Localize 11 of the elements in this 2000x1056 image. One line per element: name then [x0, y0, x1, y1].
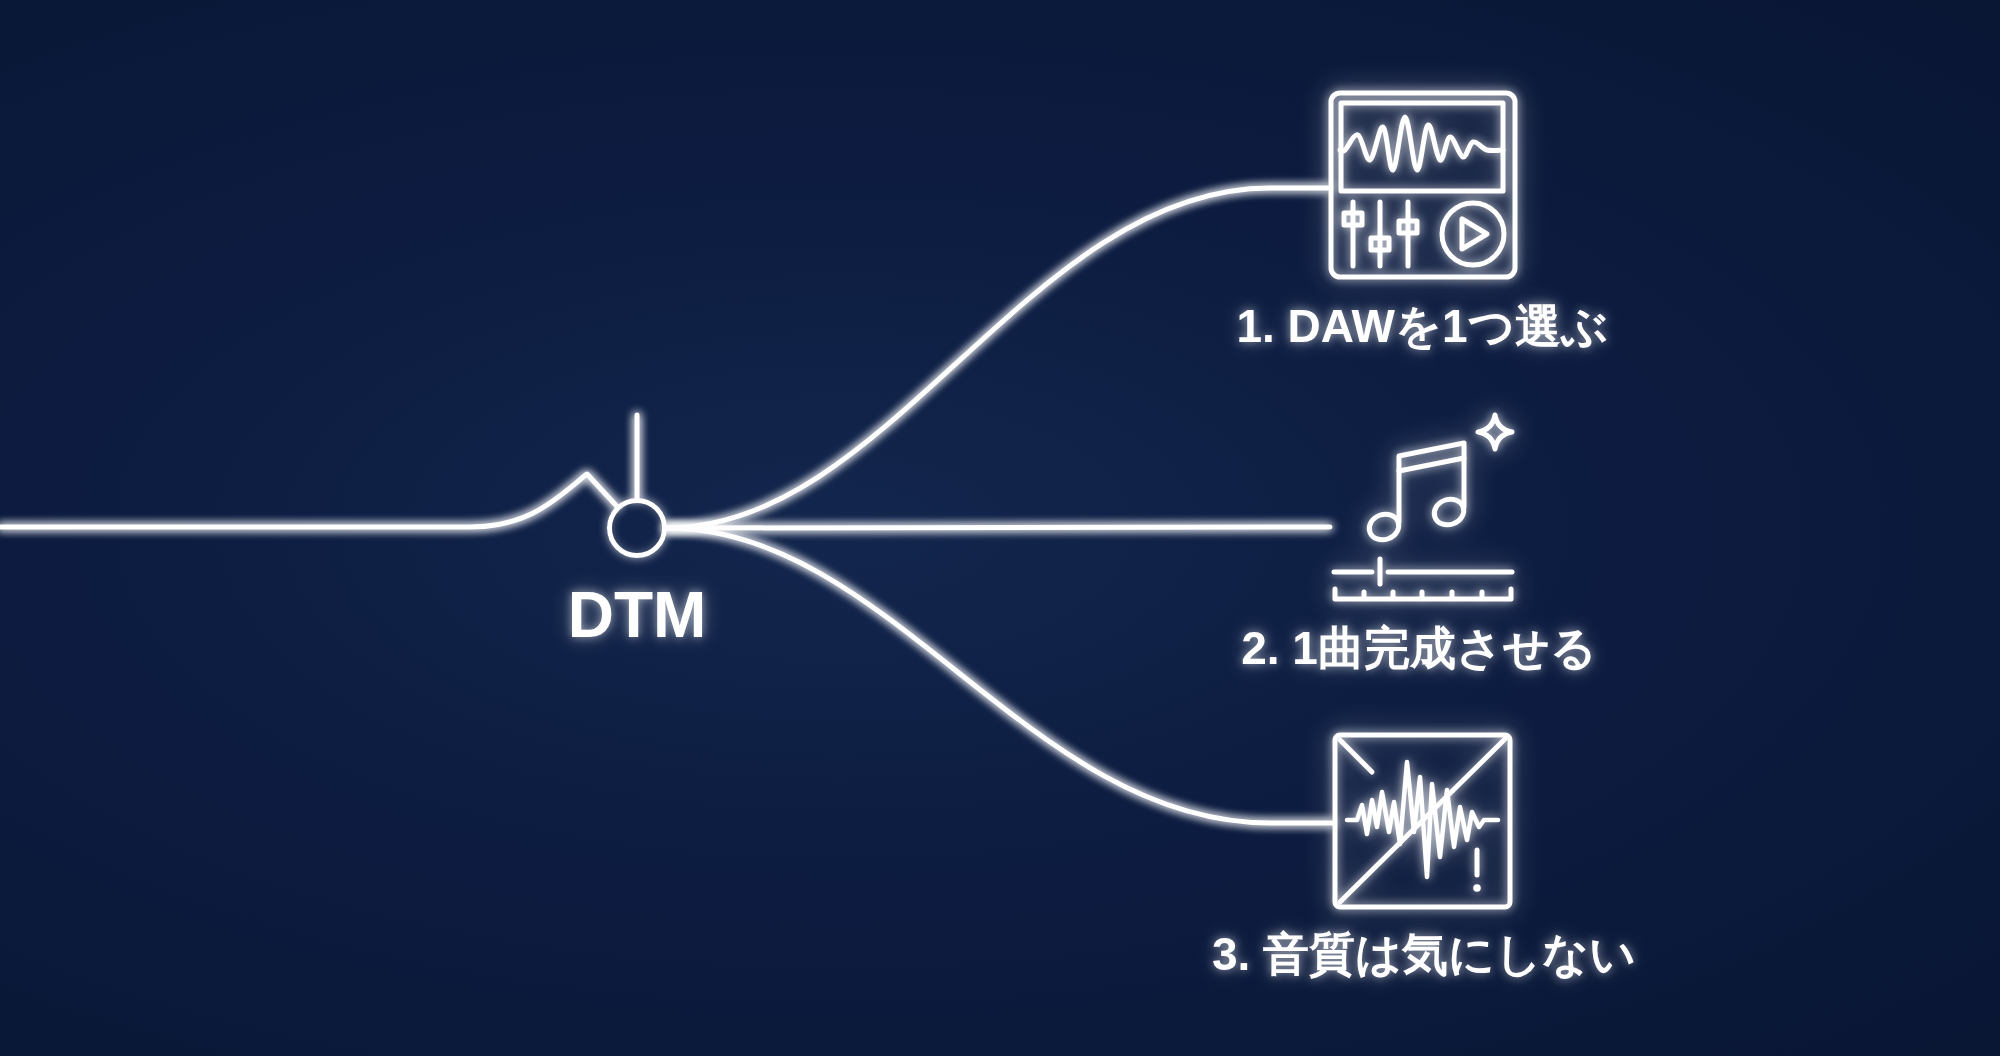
- step-label: 2. 1曲完成させる: [1241, 621, 1597, 676]
- junction-circle: [607, 498, 667, 558]
- music-note-icon: [1330, 412, 1516, 604]
- step-label: 3. 音質は気にしない: [1211, 927, 1637, 982]
- crossed-waveform-icon: [1332, 732, 1513, 910]
- connector-line: [664, 525, 1335, 826]
- connector-line: [0, 471, 620, 530]
- waveform-mixer-icon: [1328, 90, 1518, 280]
- connector-line: [634, 412, 640, 501]
- step-label: 1. DAWを1つ選ぶ: [1236, 299, 1608, 354]
- hub-label: DTM: [567, 578, 707, 653]
